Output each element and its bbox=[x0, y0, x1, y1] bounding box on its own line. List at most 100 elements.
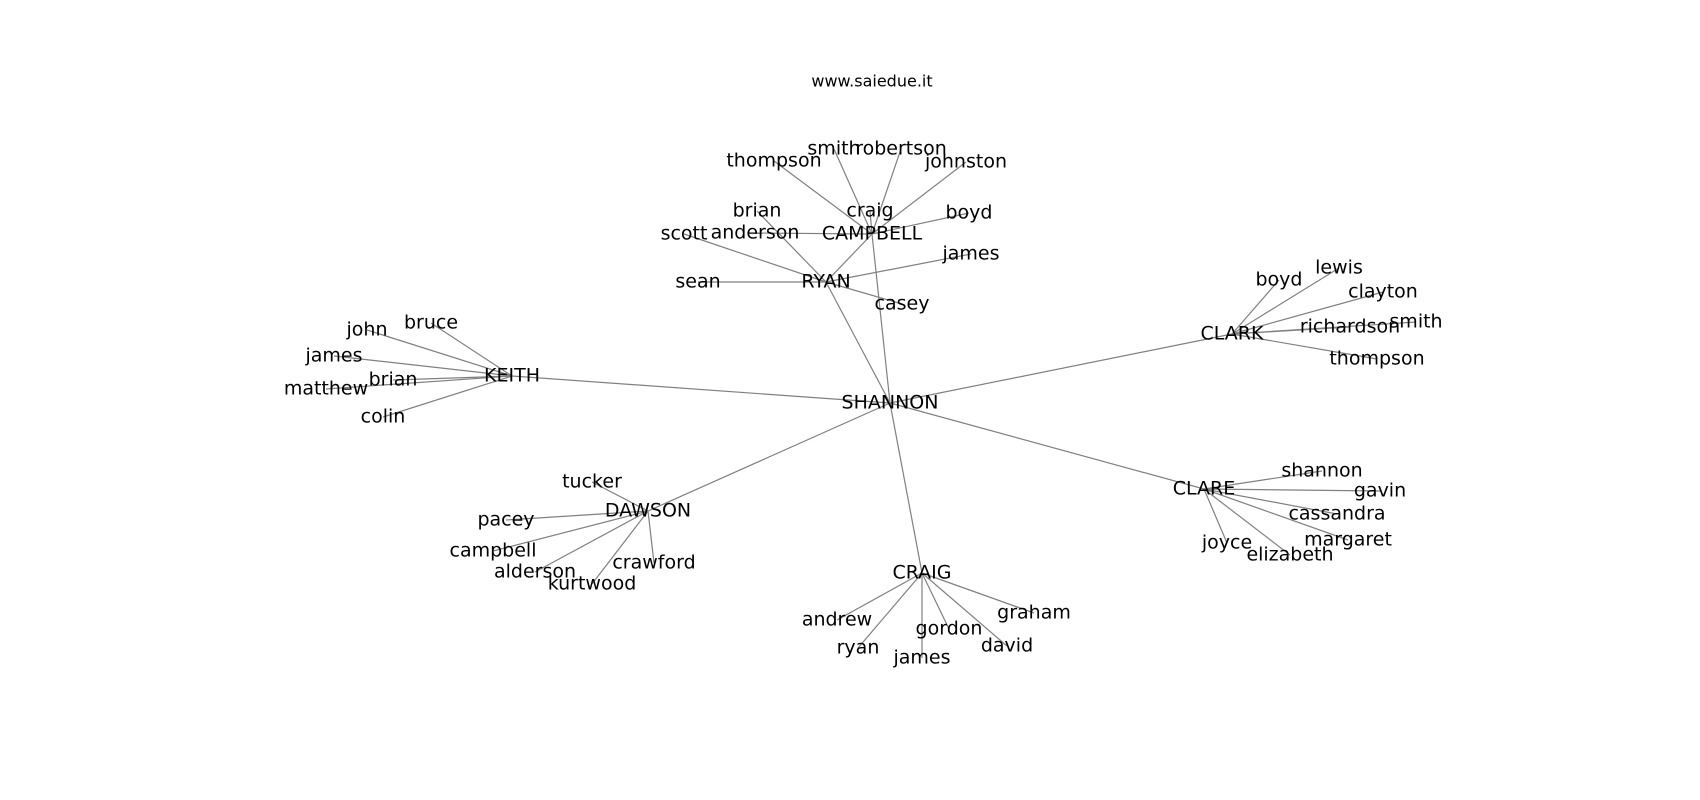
edge-shannon-clark bbox=[889, 333, 1233, 404]
edge-keith-colin bbox=[382, 375, 513, 418]
leaf-keith-matthew: matthew bbox=[284, 378, 368, 400]
edge-shannon-campbell bbox=[871, 233, 891, 404]
leaf-campbell-robertson: robertson bbox=[855, 138, 947, 160]
node-clark: CLARK bbox=[1201, 323, 1264, 345]
leaf-keith-bruce: bruce bbox=[404, 312, 458, 334]
edge-campbell-craig bbox=[869, 210, 873, 235]
edge-clark-thompson bbox=[1231, 333, 1378, 360]
edge-dawson-kurtwood bbox=[591, 510, 649, 585]
edge-ryan-james bbox=[825, 253, 972, 283]
edge-clark-clayton bbox=[1231, 291, 1384, 335]
edge-dawson-tucker bbox=[591, 481, 649, 512]
edge-campbell-robertson bbox=[871, 148, 902, 235]
leaf-clare-margaret: margaret bbox=[1304, 529, 1392, 551]
leaf-keith-brian: brian bbox=[369, 369, 418, 391]
leaf-clark-richardson: richardson bbox=[1300, 316, 1400, 338]
leaf-clark-smith: smith bbox=[1389, 311, 1442, 333]
site-label: www.saiedue.it bbox=[811, 72, 932, 91]
edge-clark-smith bbox=[1231, 321, 1417, 335]
leaf-clark-thompson: thompson bbox=[1329, 348, 1424, 370]
edge-craig-david bbox=[921, 572, 1008, 647]
leaf-craig-graham: graham bbox=[997, 602, 1071, 624]
edge-keith-matthew bbox=[325, 375, 513, 390]
edge-campbell-johnston bbox=[871, 161, 967, 235]
edge-shannon-dawson bbox=[647, 402, 891, 512]
leaf-dawson-campbell: campbell bbox=[450, 540, 537, 562]
leaf-clare-elizabeth: elizabeth bbox=[1246, 544, 1333, 566]
node-campbell: CAMPBELL bbox=[822, 223, 923, 245]
leaf-craig-andrew: andrew bbox=[802, 609, 872, 631]
edge-clark-boyd bbox=[1231, 279, 1280, 335]
leaf-dawson-crawford: crawford bbox=[612, 552, 695, 574]
edge-craig-andrew bbox=[836, 572, 923, 621]
edge-ryan-scott bbox=[683, 233, 827, 283]
leaf-keith-james: james bbox=[304, 345, 362, 367]
edge-clare-cassandra bbox=[1203, 488, 1338, 515]
leaf-dawson-alderson: alderson bbox=[494, 561, 576, 583]
edge-clare-margaret bbox=[1203, 488, 1349, 541]
edge-dawson-campbell bbox=[492, 510, 649, 552]
leaf-clare-gavin: gavin bbox=[1354, 480, 1406, 502]
leaf-clare-cassandra: cassandra bbox=[1288, 503, 1385, 525]
leaf-craig-david: david bbox=[981, 635, 1033, 657]
label-layer: www.saiedue.it SHANNON KEITH john bruce jame… bbox=[284, 72, 1443, 669]
leaf-campbell-smith: smith bbox=[807, 138, 860, 160]
leaf-craig-james: james bbox=[892, 647, 950, 669]
edge-dawson-pacey bbox=[505, 510, 649, 521]
node-clare: CLARE bbox=[1173, 478, 1236, 500]
edge-keith-james bbox=[333, 355, 513, 377]
edge-clare-gavin bbox=[1203, 488, 1381, 492]
node-shannon: SHANNON bbox=[842, 392, 939, 414]
leaf-ryan-scott: scott bbox=[661, 223, 708, 245]
edge-dawson-alderson bbox=[534, 510, 649, 573]
leaf-campbell-thompson: thompson bbox=[726, 150, 821, 172]
edge-campbell-smith bbox=[833, 148, 873, 235]
node-dawson: DAWSON bbox=[605, 500, 691, 522]
edge-campbell-thompson bbox=[773, 160, 873, 235]
edge-keith-bruce bbox=[430, 322, 513, 377]
edge-clare-joyce bbox=[1203, 488, 1228, 544]
edge-shannon-clare bbox=[889, 402, 1205, 490]
edge-campbell-boyd bbox=[871, 212, 970, 235]
edge-clare-shannon bbox=[1203, 470, 1323, 490]
leaf-craig-gordon: gordon bbox=[916, 618, 983, 640]
leaf-dawson-kurtwood: kurtwood bbox=[548, 573, 637, 595]
node-keith: KEITH bbox=[484, 365, 540, 387]
edge-clark-lewis bbox=[1231, 267, 1340, 335]
edge-clare-elizabeth bbox=[1203, 488, 1291, 556]
leaf-campbell-craig: craig bbox=[846, 200, 893, 222]
edge-craig-gordon bbox=[921, 572, 950, 630]
leaf-campbell-boyd: boyd bbox=[946, 202, 993, 224]
leaf-ryan-sean: sean bbox=[675, 271, 720, 293]
edge-campbell-ryan bbox=[825, 233, 873, 283]
edge-ryan-brian bbox=[756, 210, 827, 283]
edge-keith-brian bbox=[392, 375, 513, 381]
leaf-campbell-anderson: anderson bbox=[711, 222, 800, 244]
edge-keith-john bbox=[366, 329, 513, 377]
leaf-craig-ryan: ryan bbox=[837, 637, 880, 659]
edge-shannon-craig bbox=[889, 402, 923, 574]
leaf-clark-lewis: lewis bbox=[1315, 257, 1363, 279]
edge-shannon-ryan bbox=[825, 281, 891, 404]
leaf-keith-colin: colin bbox=[361, 406, 406, 428]
edge-shannon-keith bbox=[511, 375, 891, 404]
leaf-dawson-pacey: pacey bbox=[477, 509, 534, 531]
leaf-ryan-brian: brian bbox=[733, 200, 782, 222]
edge-craig-ryan bbox=[857, 572, 923, 649]
edge-ryan-casey bbox=[825, 281, 903, 305]
node-craig: CRAIG bbox=[892, 562, 951, 584]
leaf-ryan-james: james bbox=[941, 243, 999, 265]
leaf-ryan-casey: casey bbox=[875, 293, 930, 315]
leaf-clare-shannon: shannon bbox=[1281, 460, 1362, 482]
leaf-dawson-tucker: tucker bbox=[562, 471, 622, 493]
edge-dawson-crawford bbox=[647, 510, 655, 564]
leaf-clark-clayton: clayton bbox=[1348, 281, 1418, 303]
edge-layer bbox=[325, 148, 1417, 658]
node-ryan: RYAN bbox=[801, 271, 850, 293]
leaf-keith-john: john bbox=[346, 319, 388, 341]
edge-craig-graham bbox=[921, 572, 1035, 614]
leaf-clare-joyce: joyce bbox=[1201, 532, 1252, 554]
edge-campbell-anderson bbox=[754, 232, 873, 235]
leaf-clark-boyd: boyd bbox=[1256, 269, 1303, 291]
